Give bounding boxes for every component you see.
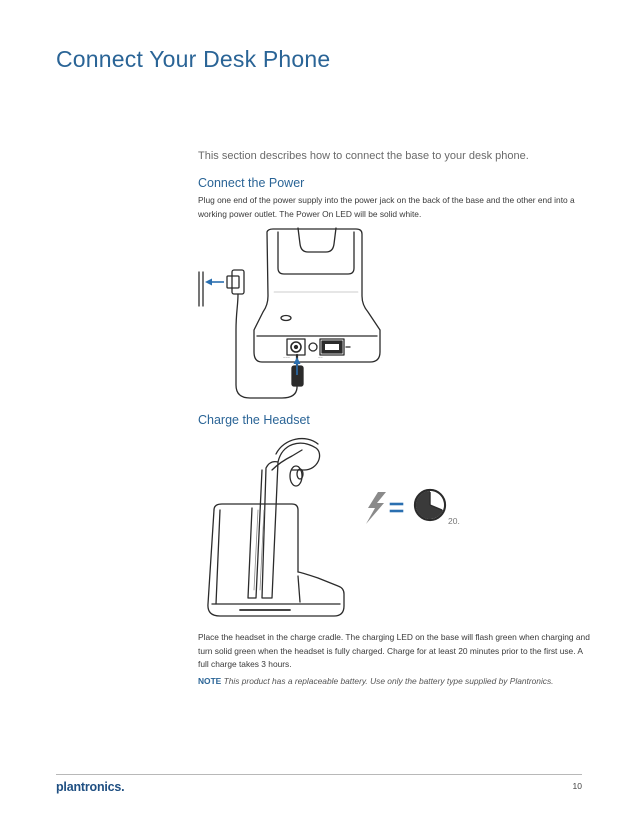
- charging-cradle-icon: [207, 503, 345, 617]
- footer-divider: [56, 774, 582, 775]
- section-heading-charge-headset: Charge the Headset: [198, 413, 310, 427]
- svg-text:~~~: ~~~: [283, 355, 291, 360]
- plantronics-logo: plantronics.: [56, 780, 125, 794]
- page-number: 10: [572, 781, 582, 791]
- note-text: This product has a replaceable battery. …: [223, 676, 554, 686]
- plug-in-arrow-icon: [205, 278, 301, 375]
- power-plug-icon: [291, 353, 304, 387]
- lightning-bolt-icon: [366, 492, 386, 524]
- power-adapter-icon: [226, 269, 298, 399]
- base-station-back-icon: [253, 227, 381, 363]
- svg-text:~~: ~~: [318, 355, 323, 360]
- wall-outlet-icon: [198, 271, 204, 307]
- charge-time-label: 20.: [448, 516, 460, 526]
- note-label: NOTE: [198, 676, 222, 686]
- equals-icon: [389, 502, 404, 513]
- headset-icon: [247, 437, 321, 599]
- note: NOTE This product has a replaceable batt…: [198, 676, 554, 686]
- section-heading-connect-power: Connect the Power: [198, 176, 305, 190]
- clock-icon: [413, 488, 447, 522]
- connect-power-text: Plug one end of the power supply into th…: [198, 195, 575, 219]
- page-title: Connect Your Desk Phone: [56, 46, 331, 72]
- charge-headset-text: Place the headset in the charge cradle. …: [198, 632, 590, 669]
- intro-text: This section describes how to connect th…: [198, 150, 529, 162]
